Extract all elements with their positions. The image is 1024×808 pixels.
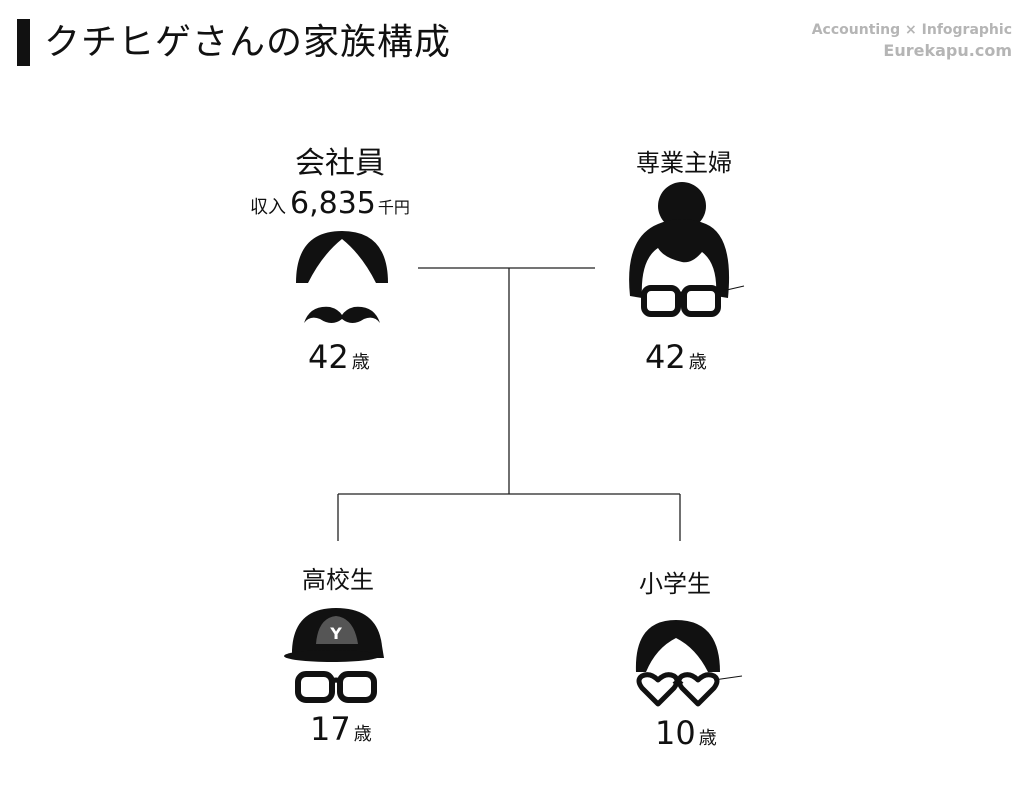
age-number: 10 xyxy=(655,714,696,752)
age-number: 42 xyxy=(645,338,686,376)
bun-hair-glasses-icon xyxy=(629,182,745,317)
title-accent-bar xyxy=(17,19,30,66)
age-unit: 歳 xyxy=(351,352,370,373)
child1-role: 高校生 xyxy=(302,566,374,594)
age-unit: 歳 xyxy=(698,728,717,749)
site-credit: Accounting × Infographic Eurekapu.com xyxy=(800,20,1012,62)
age-number: 17 xyxy=(310,710,351,748)
mustache-face-icon xyxy=(296,231,388,323)
income-label: 収入 xyxy=(250,197,286,218)
cap-glasses-icon: Y xyxy=(284,608,384,703)
age-unit: 歳 xyxy=(353,724,372,745)
father-role: 会社員 xyxy=(295,146,385,181)
age-number: 42 xyxy=(308,338,349,376)
page-title: クチヒゲさんの家族構成 xyxy=(44,22,452,63)
heart-glasses-icon xyxy=(635,620,743,707)
income-value: 6,835 xyxy=(290,186,376,221)
mother-role: 専業主婦 xyxy=(636,149,732,177)
income-unit: 千円 xyxy=(377,198,410,217)
credit-tagline: Accounting × Infographic xyxy=(811,22,1012,38)
child2-role: 小学生 xyxy=(639,570,711,598)
cap-letter: Y xyxy=(329,624,342,643)
credit-site: Eurekapu.com xyxy=(883,41,1012,60)
age-unit: 歳 xyxy=(688,352,707,373)
